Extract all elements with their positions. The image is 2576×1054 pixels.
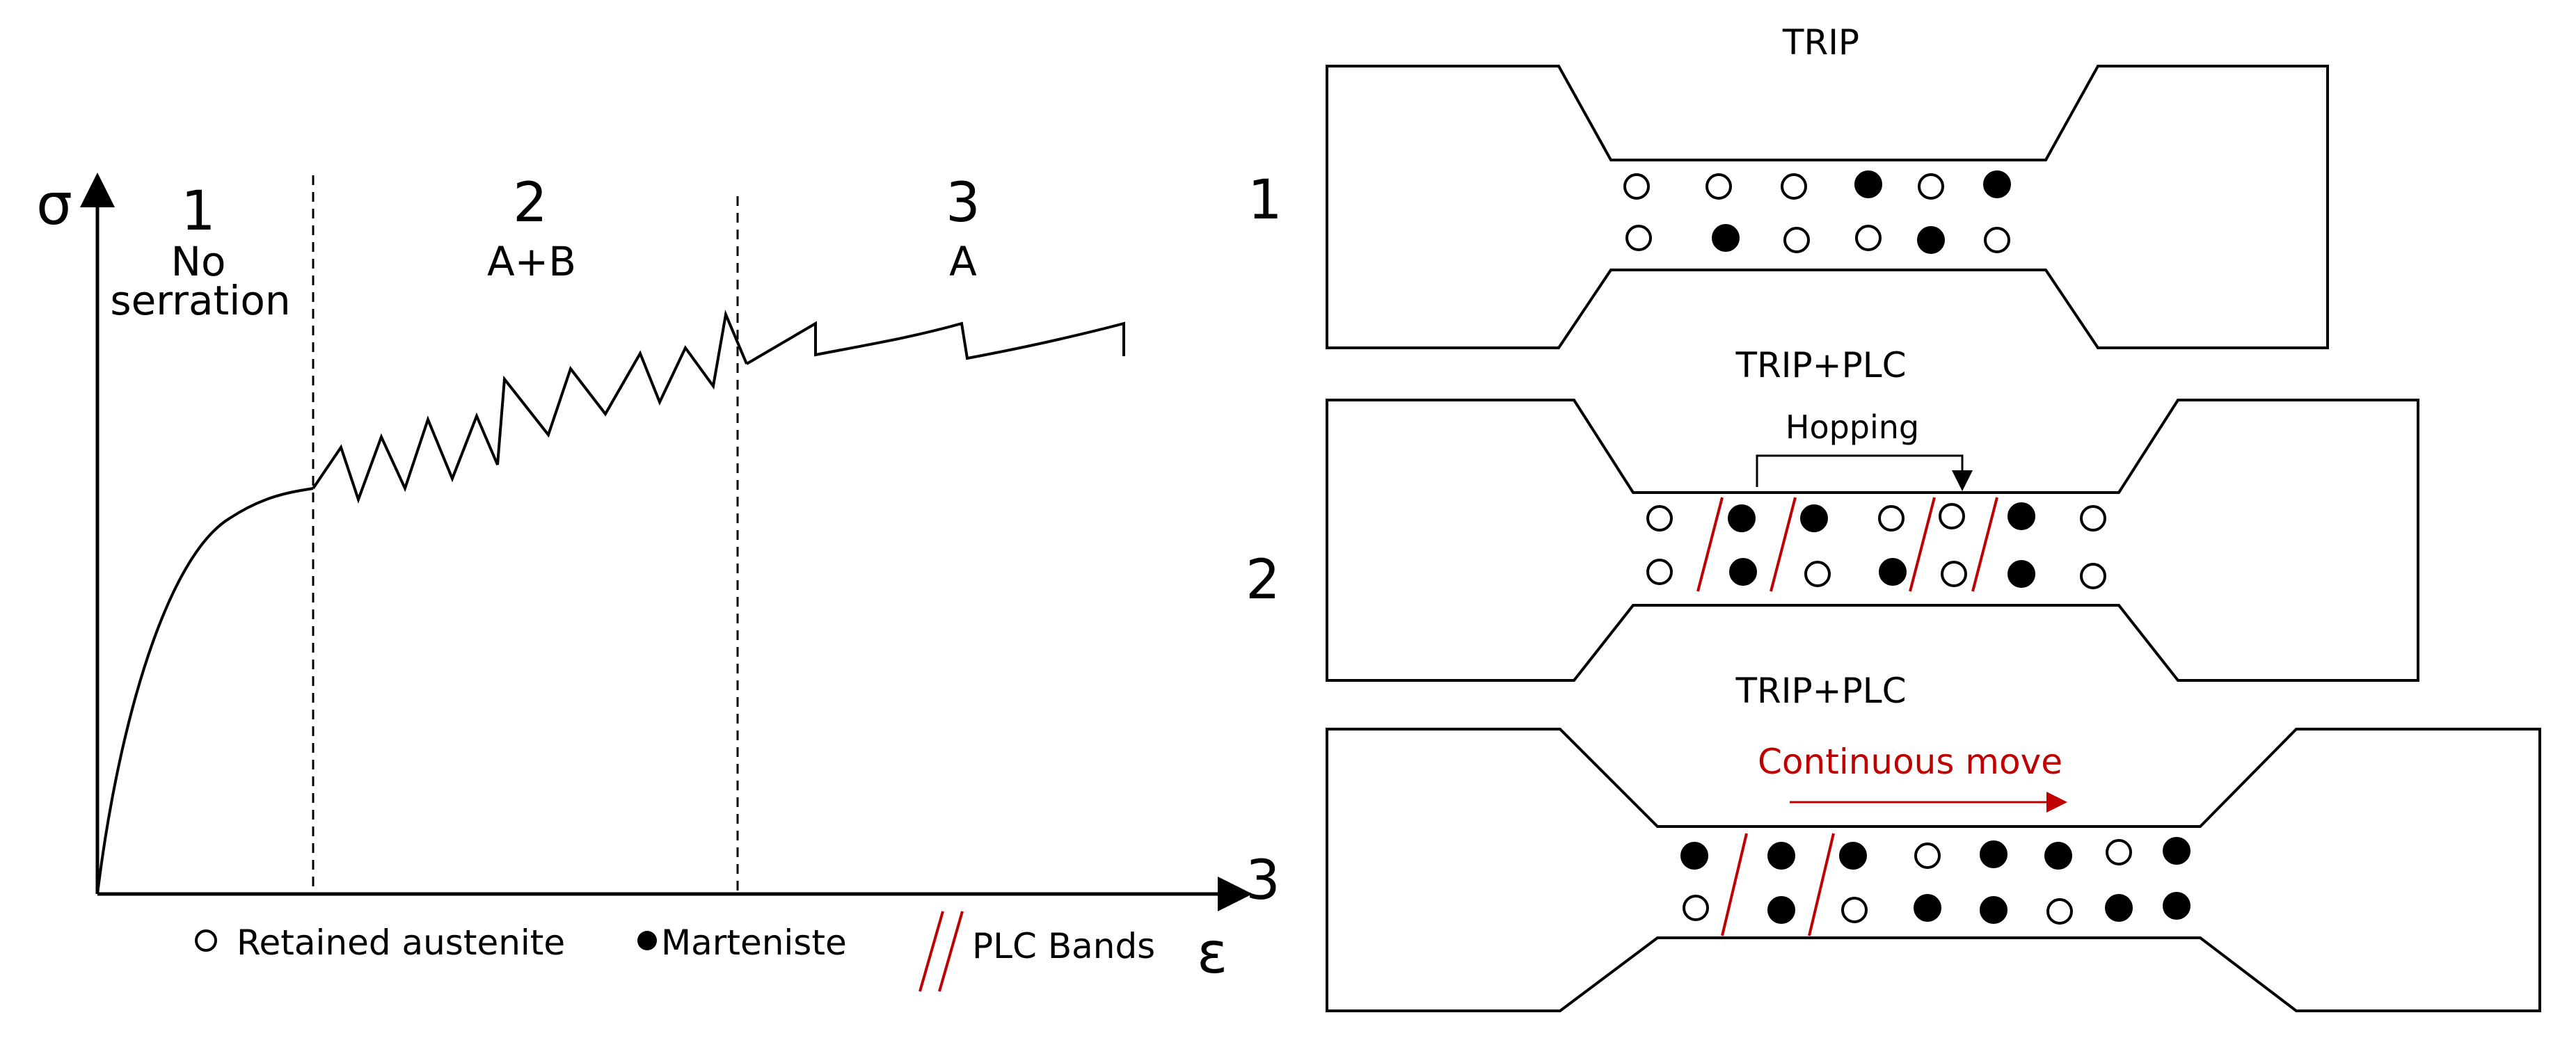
grain-martensite <box>1983 170 2011 198</box>
grain-martensite <box>1980 840 2007 868</box>
grain-austenite <box>1625 225 1652 251</box>
grain-austenite <box>1646 505 1673 532</box>
legend-martensite-marker <box>637 931 657 950</box>
specimen-1-title: TRIP <box>1782 22 1859 63</box>
grain-austenite <box>1623 173 1650 200</box>
grain-martensite <box>1767 896 1795 924</box>
specimen-2-number: 2 <box>1246 549 1280 612</box>
grain-austenite <box>1984 227 2010 253</box>
grain-austenite <box>2080 505 2106 532</box>
grain-austenite <box>2106 839 2132 865</box>
x-axis-label: ε <box>1197 920 1227 987</box>
grain-austenite <box>1855 225 1882 251</box>
legend-retained-austenite-label: Retained austenite <box>237 923 565 963</box>
specimen-3: TRIP+PLC Continuous move <box>1326 671 2541 1012</box>
grain-austenite <box>1706 173 1732 200</box>
grain-martensite <box>1854 170 1882 198</box>
specimen-3-number: 3 <box>1246 849 1280 912</box>
plc-band <box>1721 833 1748 936</box>
grain-austenite <box>1646 559 1673 585</box>
grain-martensite <box>2007 560 2035 588</box>
specimen-2-outline <box>1326 399 2419 682</box>
grain-martensite <box>1980 896 2007 924</box>
legend-plc-band-line-2 <box>938 911 964 992</box>
legend-retained-austenite-marker <box>195 929 217 952</box>
stress-curve-elastic-plastic <box>96 487 314 895</box>
grain-martensite <box>1839 842 1867 870</box>
plc-band <box>1808 833 1835 936</box>
specimen-2-plc-bands <box>1696 497 1998 592</box>
specimen-2: TRIP+PLC Hopping <box>1326 345 2419 682</box>
plc-band <box>1909 497 1936 592</box>
region-2-number: 2 <box>513 172 548 234</box>
plc-band <box>1770 497 1797 592</box>
y-axis-label: σ <box>36 172 72 238</box>
grain-martensite <box>2044 842 2072 870</box>
grain-austenite <box>1878 505 1905 532</box>
grain-austenite <box>1841 897 1868 923</box>
grain-martensite <box>1728 504 1756 532</box>
specimen-1: TRIP <box>1326 22 2329 349</box>
legend-martensite-label: Marteniste <box>661 923 847 963</box>
region-1-label-line1: No <box>171 238 226 285</box>
specimen-2-grains <box>1646 502 2106 589</box>
grain-martensite <box>2007 502 2035 530</box>
grain-martensite <box>1917 226 1945 254</box>
specimen-2-title: TRIP+PLC <box>1735 345 1907 385</box>
legend-plc-band-line-1 <box>919 911 944 992</box>
stress-curve-serrations-ab <box>312 309 748 504</box>
region-2-label: A+B <box>487 238 576 285</box>
grain-austenite <box>1781 173 1807 200</box>
grain-austenite <box>1683 895 1709 921</box>
grain-martensite <box>1712 224 1740 252</box>
grain-austenite <box>2046 898 2073 925</box>
grain-martensite <box>2163 837 2191 865</box>
region-1-number: 1 <box>181 180 216 243</box>
stress-curve-serrations-a <box>745 321 1125 365</box>
specimen-3-grains <box>1680 837 2191 925</box>
legend: Retained austenite Marteniste PLC Bands <box>195 911 1155 992</box>
specimen-3-plc-bands <box>1721 833 1835 936</box>
region-1-label-line2: serration <box>110 277 290 324</box>
grain-martensite <box>2105 894 2133 922</box>
grain-austenite <box>2080 563 2106 589</box>
hopping-annotation: Hopping <box>1786 408 1919 446</box>
continuous-move-annotation: Continuous move <box>1758 742 2062 782</box>
specimen-3-outline <box>1326 728 2541 1012</box>
stress-strain-sketch: σ ε 1 No serration 2 A+B 3 A <box>36 172 1253 987</box>
grain-martensite <box>1800 504 1828 532</box>
grain-martensite <box>1729 558 1757 586</box>
legend-plc-bands-label: PLC Bands <box>972 926 1155 966</box>
region-3-number: 3 <box>946 172 980 234</box>
grain-austenite <box>1914 843 1941 869</box>
grain-martensite <box>1767 842 1795 870</box>
grain-austenite <box>1939 503 1965 529</box>
grain-austenite <box>1918 173 1944 200</box>
plc-band <box>1971 497 1998 592</box>
plc-band <box>1696 497 1724 592</box>
grain-austenite <box>1941 561 1967 587</box>
specimen-1-grains <box>1623 170 2011 254</box>
specimen-1-number: 1 <box>1248 169 1282 232</box>
specimen-3-title: TRIP+PLC <box>1735 671 1907 711</box>
specimen-1-outline <box>1326 65 2329 349</box>
grain-martensite <box>1914 894 1941 922</box>
hopping-bracket <box>1756 454 1973 491</box>
region-3-label: A <box>949 238 977 285</box>
grain-martensite <box>1680 842 1708 870</box>
grain-austenite <box>1804 561 1831 587</box>
grain-martensite <box>1879 558 1907 586</box>
grain-martensite <box>2163 892 2191 920</box>
grain-austenite <box>1783 227 1810 253</box>
